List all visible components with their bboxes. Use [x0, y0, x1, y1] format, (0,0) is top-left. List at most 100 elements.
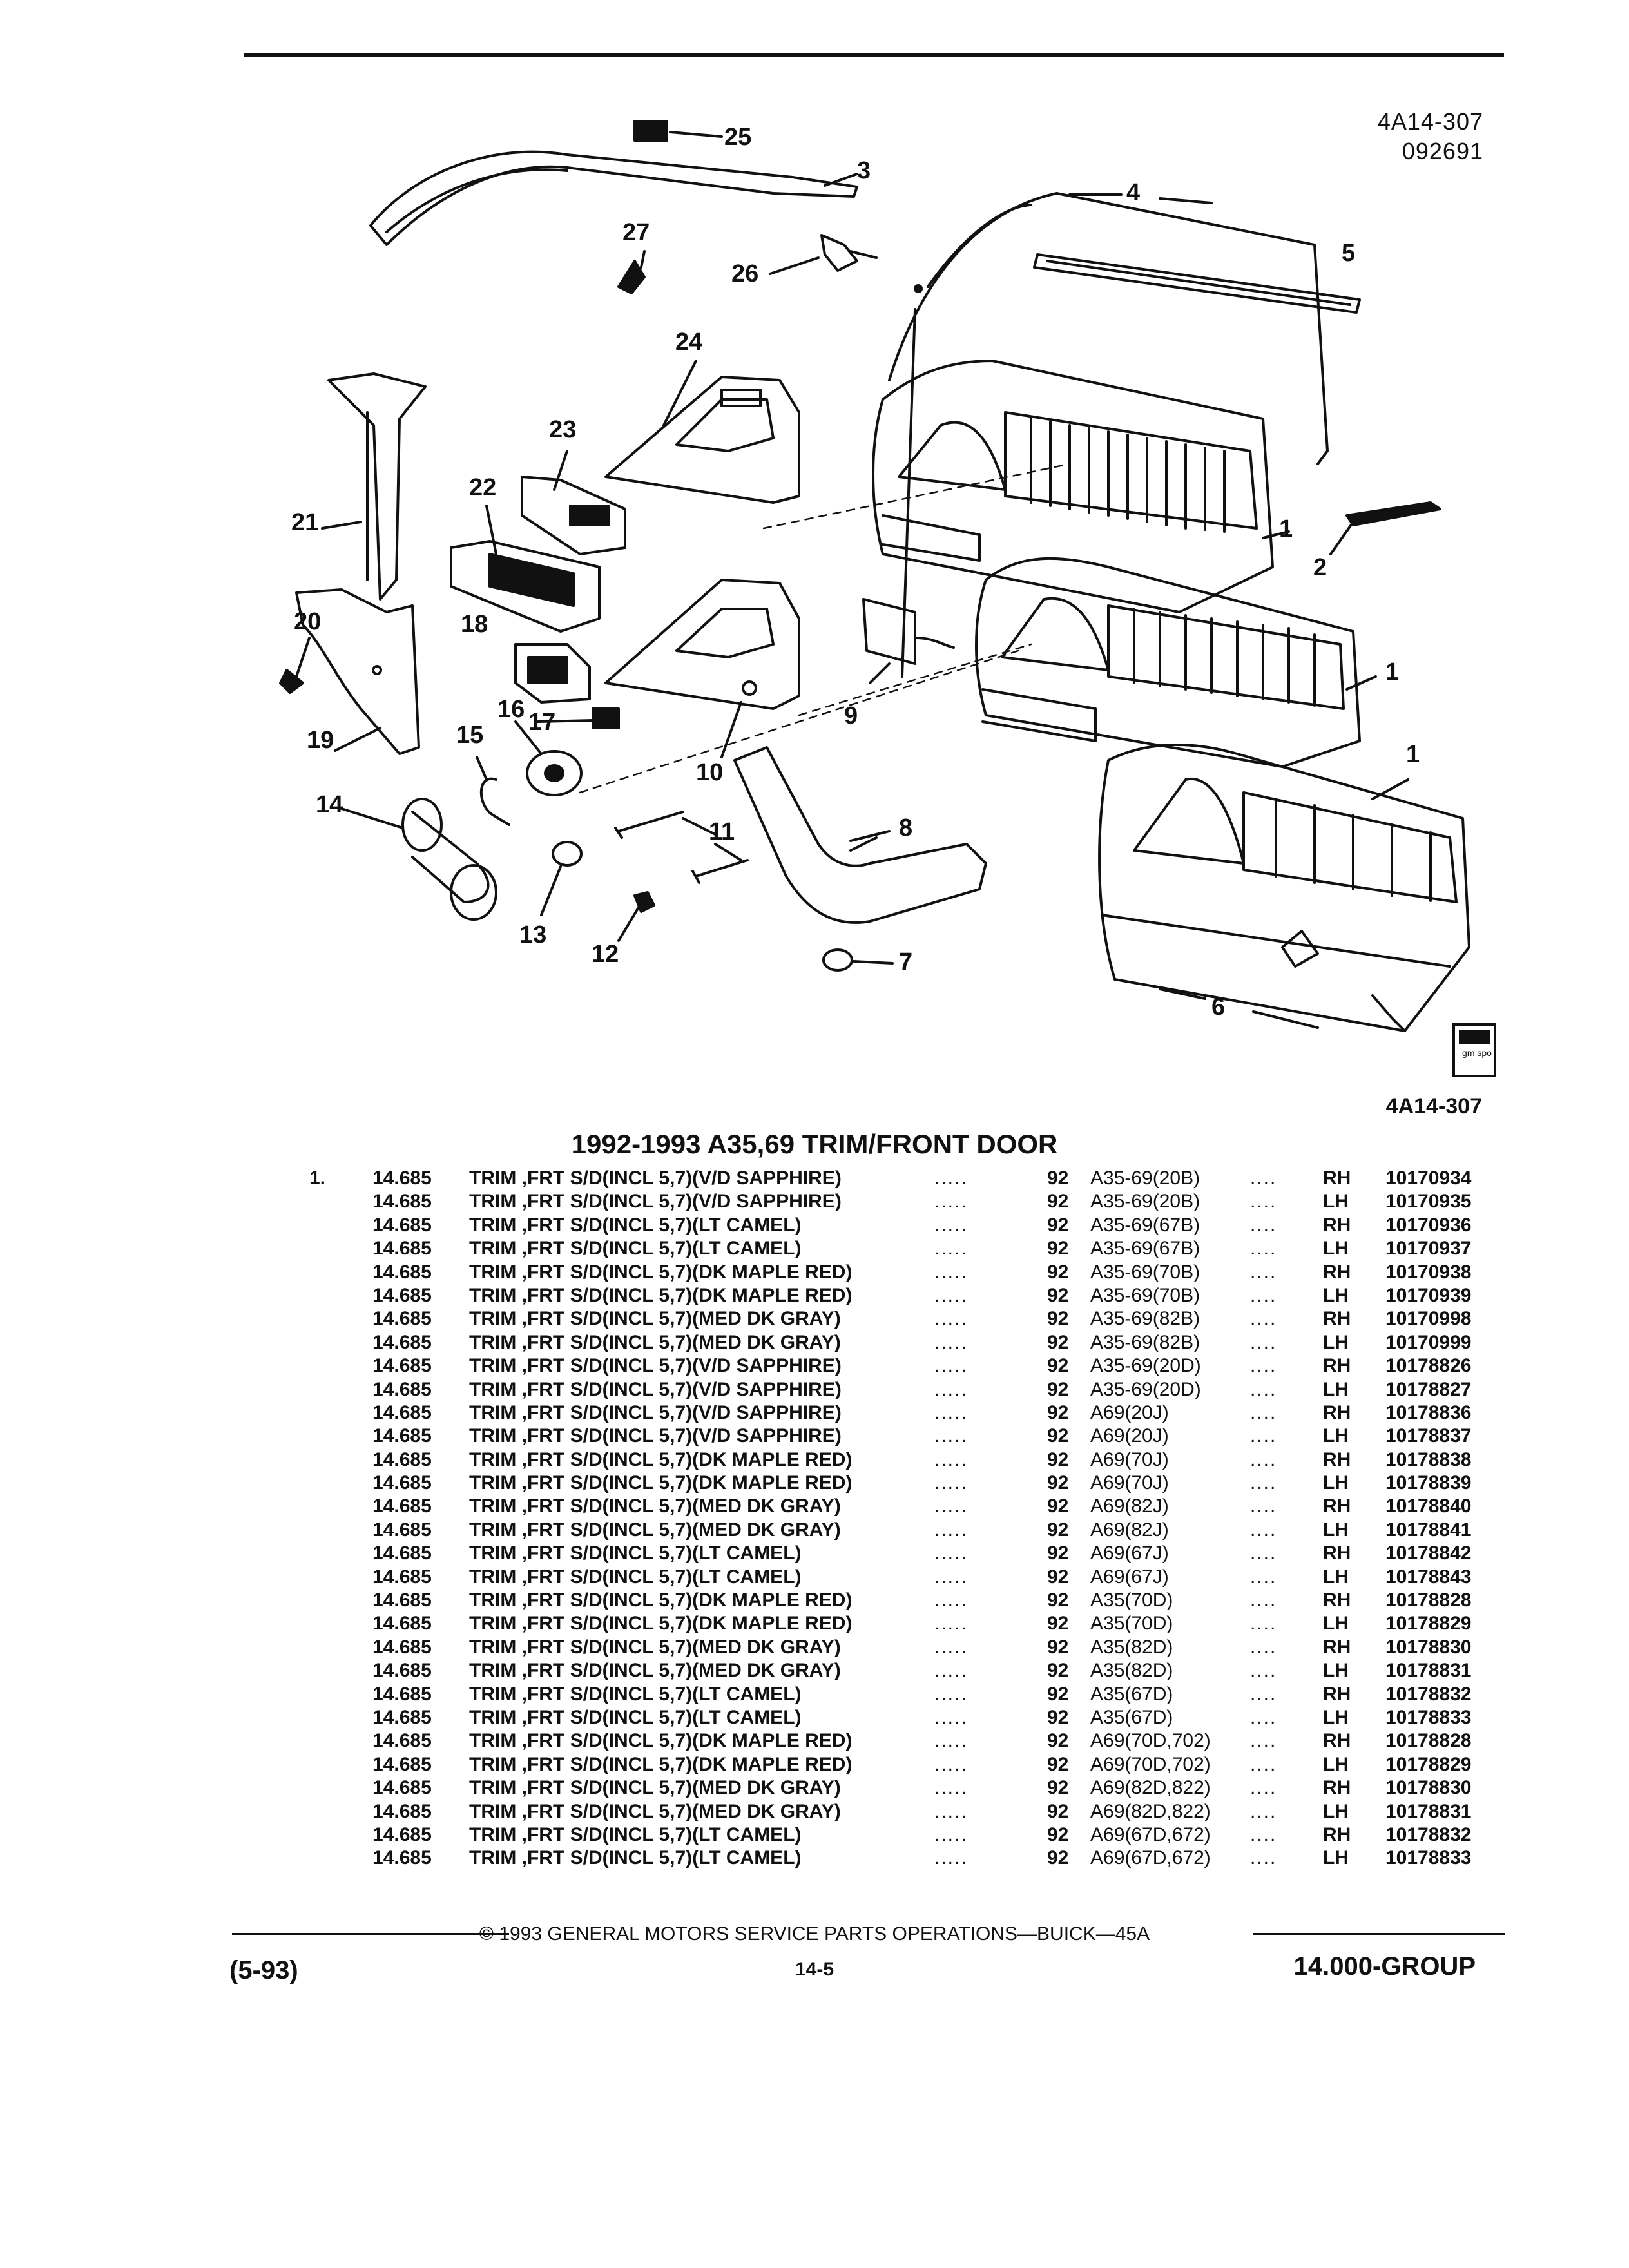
- model-code: A69(82D,822): [1090, 1777, 1211, 1799]
- side: RH: [1323, 1448, 1351, 1470]
- model-year: 92: [1047, 1613, 1069, 1635]
- model-code: A69(82J): [1090, 1519, 1169, 1541]
- dot-leader: ....: [1250, 1542, 1277, 1564]
- group-number: 14.685: [372, 1753, 432, 1775]
- callout-12: 12: [592, 941, 619, 968]
- part-description: TRIM ,FRT S/D(INCL 5,7)(MED DK GRAY): [469, 1660, 841, 1682]
- side: RH: [1323, 1636, 1351, 1658]
- part-number: 10170934: [1385, 1168, 1472, 1189]
- part-11-screws: [614, 811, 749, 884]
- dot-leader: .....: [934, 1660, 968, 1682]
- dot-leader: ....: [1250, 1519, 1277, 1541]
- model-code: A69(70D,702): [1090, 1730, 1211, 1752]
- part-22-switch-assembly: [450, 540, 601, 633]
- dot-leader: ....: [1250, 1191, 1277, 1213]
- part-1-door-trim-middle: [975, 557, 1361, 768]
- part-number: 10170999: [1385, 1331, 1472, 1353]
- group-number: 14.685: [372, 1800, 432, 1822]
- dot-leader: .....: [934, 1636, 968, 1658]
- part-number: 10178830: [1385, 1777, 1472, 1799]
- logo-text: gm spo: [1462, 1048, 1492, 1058]
- part-16-escutcheon: [514, 720, 583, 796]
- part-description: TRIM ,FRT S/D(INCL 5,7)(MED DK GRAY): [469, 1519, 841, 1541]
- model-code: A35-69(82B): [1090, 1308, 1200, 1330]
- group-number: 14.685: [372, 1660, 432, 1682]
- callout-11: 11: [709, 818, 735, 845]
- part-number: 10178841: [1385, 1519, 1472, 1541]
- dot-leader: .....: [934, 1214, 968, 1236]
- model-code: A35(70D): [1090, 1590, 1173, 1611]
- dot-leader: ....: [1250, 1495, 1277, 1517]
- model-code: A35-69(70B): [1090, 1284, 1200, 1306]
- part-number: 10178828: [1385, 1590, 1472, 1611]
- model-year: 92: [1047, 1214, 1069, 1236]
- side: LH: [1323, 1847, 1349, 1869]
- model-code: A69(67D,672): [1090, 1847, 1211, 1869]
- part-25-clip: [633, 120, 723, 142]
- dot-leader: .....: [934, 1308, 968, 1330]
- model-code: A69(70J): [1090, 1472, 1169, 1494]
- model-year: 92: [1047, 1261, 1069, 1283]
- part-number: 10178829: [1385, 1753, 1472, 1775]
- side: RH: [1323, 1777, 1351, 1799]
- side: LH: [1323, 1378, 1349, 1400]
- part-13-knob: [540, 841, 583, 916]
- side: RH: [1323, 1355, 1351, 1377]
- model-year: 92: [1047, 1800, 1069, 1822]
- side: LH: [1323, 1425, 1349, 1447]
- model-code: A69(82J): [1090, 1495, 1169, 1517]
- part-20-screw: [279, 637, 311, 694]
- part-number: 10178832: [1385, 1683, 1472, 1705]
- part-number: 10178843: [1385, 1566, 1472, 1588]
- dot-leader: ....: [1250, 1378, 1277, 1400]
- dot-leader: .....: [934, 1168, 968, 1189]
- table-row: 14.685 TRIM ,FRT S/D(INCL 5,7)(MED DK GRA…: [296, 1660, 1508, 1683]
- dot-leader: ....: [1250, 1401, 1277, 1423]
- part-description: TRIM ,FRT S/D(INCL 5,7)(DK MAPLE RED): [469, 1472, 853, 1494]
- model-year: 92: [1047, 1331, 1069, 1353]
- part-description: TRIM ,FRT S/D(INCL 5,7)(V/D SAPPHIRE): [469, 1401, 842, 1423]
- part-21-pillar-trim: [327, 372, 427, 601]
- part-10-switch-bezel: [604, 579, 800, 710]
- table-row: 14.685 TRIM ,FRT S/D(INCL 5,7)(MED DK GRA…: [296, 1519, 1508, 1542]
- dot-leader: .....: [934, 1401, 968, 1423]
- part-1-door-trim-lower: [1098, 744, 1470, 1032]
- part-description: TRIM ,FRT S/D(INCL 5,7)(DK MAPLE RED): [469, 1590, 853, 1611]
- illustration-code: 4A14-307: [1377, 108, 1483, 135]
- side: RH: [1323, 1401, 1351, 1423]
- part-24-switch-bezel: [604, 376, 800, 504]
- part-number: 10178839: [1385, 1472, 1472, 1494]
- model-year: 92: [1047, 1847, 1069, 1869]
- top-rule: [244, 53, 1504, 57]
- group-number: 14.685: [372, 1425, 432, 1447]
- part-number: 10170939: [1385, 1284, 1472, 1306]
- dot-leader: .....: [934, 1355, 968, 1377]
- side: LH: [1323, 1753, 1349, 1775]
- dot-leader: ....: [1250, 1331, 1277, 1353]
- dot-leader: .....: [934, 1706, 968, 1728]
- dot-leader: ....: [1250, 1823, 1277, 1845]
- part-description: TRIM ,FRT S/D(INCL 5,7)(LT CAMEL): [469, 1542, 802, 1564]
- side: RH: [1323, 1730, 1351, 1752]
- side: LH: [1323, 1519, 1349, 1541]
- group-number: 14.685: [372, 1730, 432, 1752]
- part-description: TRIM ,FRT S/D(INCL 5,7)(LT CAMEL): [469, 1847, 802, 1869]
- group-number: 14.685: [372, 1355, 432, 1377]
- group-number: 14.685: [372, 1777, 432, 1799]
- group-number: 14.685: [372, 1542, 432, 1564]
- model-year: 92: [1047, 1495, 1069, 1517]
- part-number: 10178828: [1385, 1730, 1472, 1752]
- group-number: 14.685: [372, 1519, 432, 1541]
- dot-leader: ....: [1250, 1355, 1277, 1377]
- dot-leader: ....: [1250, 1425, 1277, 1447]
- part-description: TRIM ,FRT S/D(INCL 5,7)(V/D SAPPHIRE): [469, 1378, 842, 1400]
